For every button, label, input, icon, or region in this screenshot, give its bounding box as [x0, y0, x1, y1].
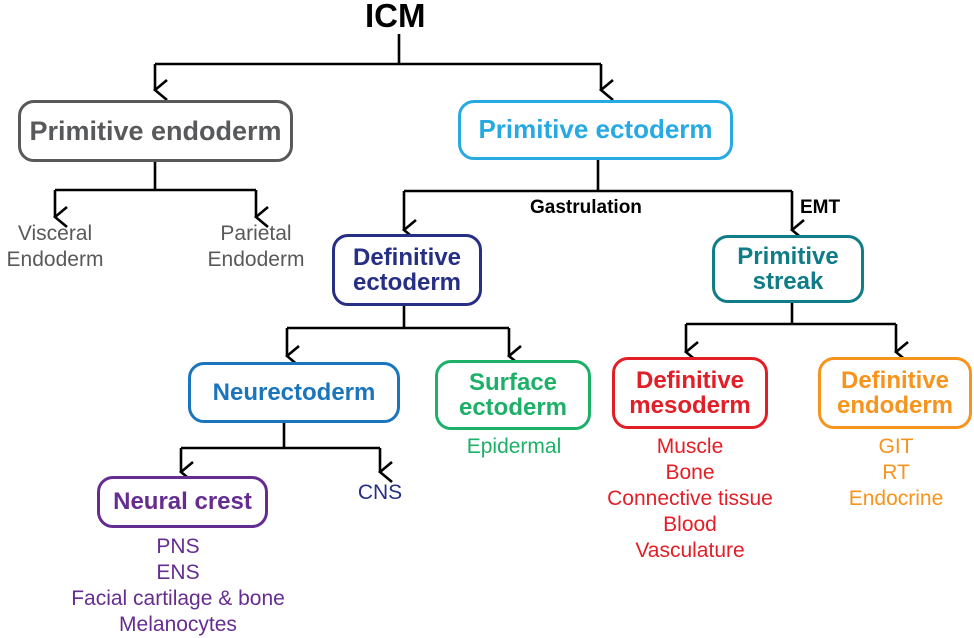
primitive-ectoderm-node: Primitive ectoderm — [458, 100, 733, 160]
leaf-line: Endoderm — [6, 248, 104, 271]
definitive-mesoderm-line1: Definitive — [635, 366, 745, 394]
cns-text: CNS — [350, 480, 410, 506]
epidermal-text: Epidermal — [445, 434, 583, 460]
definitive-endoderm-line1: Definitive — [840, 366, 950, 394]
leaf-line: CNS — [357, 481, 403, 504]
definitive-ectoderm-line2: ectoderm — [352, 269, 462, 296]
leaf-line: Visceral — [17, 222, 93, 245]
definitive-mesoderm-node: Definitive mesoderm — [612, 357, 768, 429]
leaf-line: Parietal — [220, 222, 292, 245]
leaf-line: Muscle — [656, 435, 724, 458]
leaf-line: GIT — [878, 435, 914, 458]
gastrulation-label: Gastrulation — [530, 197, 642, 218]
leaf-line: RT — [882, 461, 910, 484]
primitive-endoderm-label: Primitive endoderm — [29, 115, 282, 146]
leaf-line: PNS — [156, 535, 200, 558]
icm-root-label: ICM — [365, 0, 426, 34]
leaf-line: Vasculature — [635, 539, 745, 562]
definitive-ectoderm-node: Definitive ectoderm — [332, 234, 482, 306]
leaf-line: Melanocytes — [119, 613, 237, 636]
surface-ectoderm-node: Surface ectoderm — [435, 360, 591, 430]
neurectoderm-node: Neurectoderm — [188, 362, 400, 423]
surface-ectoderm-line1: Surface — [468, 368, 558, 396]
leaf-line: Facial cartilage & bone — [71, 587, 285, 610]
neural-crest-node: Neural crest — [97, 476, 268, 528]
primitive-ectoderm-label: Primitive ectoderm — [478, 114, 713, 145]
neural-crest-label: Neural crest — [113, 488, 252, 516]
leaf-line: Bone — [665, 461, 715, 484]
primitive-endoderm-node: Primitive endoderm — [18, 100, 293, 162]
endoderm-derivatives-text: GIT RT Endocrine — [836, 434, 956, 512]
definitive-endoderm-node: Definitive endoderm — [818, 357, 972, 429]
leaf-line: ENS — [156, 561, 200, 584]
primitive-streak-line2: streak — [752, 268, 824, 295]
leaf-line: Epidermal — [466, 435, 562, 458]
neurectoderm-label: Neurectoderm — [212, 378, 376, 406]
leaf-line: Blood — [663, 513, 717, 536]
leaf-line: Connective tissue — [607, 487, 773, 510]
primitive-streak-line1: Primitive — [737, 242, 839, 270]
primitive-streak-node: Primitive streak — [712, 235, 864, 303]
emt-label: EMT — [800, 197, 841, 218]
leaf-line: Endoderm — [207, 248, 305, 271]
definitive-mesoderm-line2: mesoderm — [629, 392, 751, 419]
leaf-line: Endocrine — [848, 487, 944, 510]
definitive-endoderm-line2: endoderm — [836, 392, 953, 419]
definitive-ectoderm-line1: Definitive — [352, 243, 462, 271]
surface-ectoderm-line2: ectoderm — [458, 394, 568, 421]
